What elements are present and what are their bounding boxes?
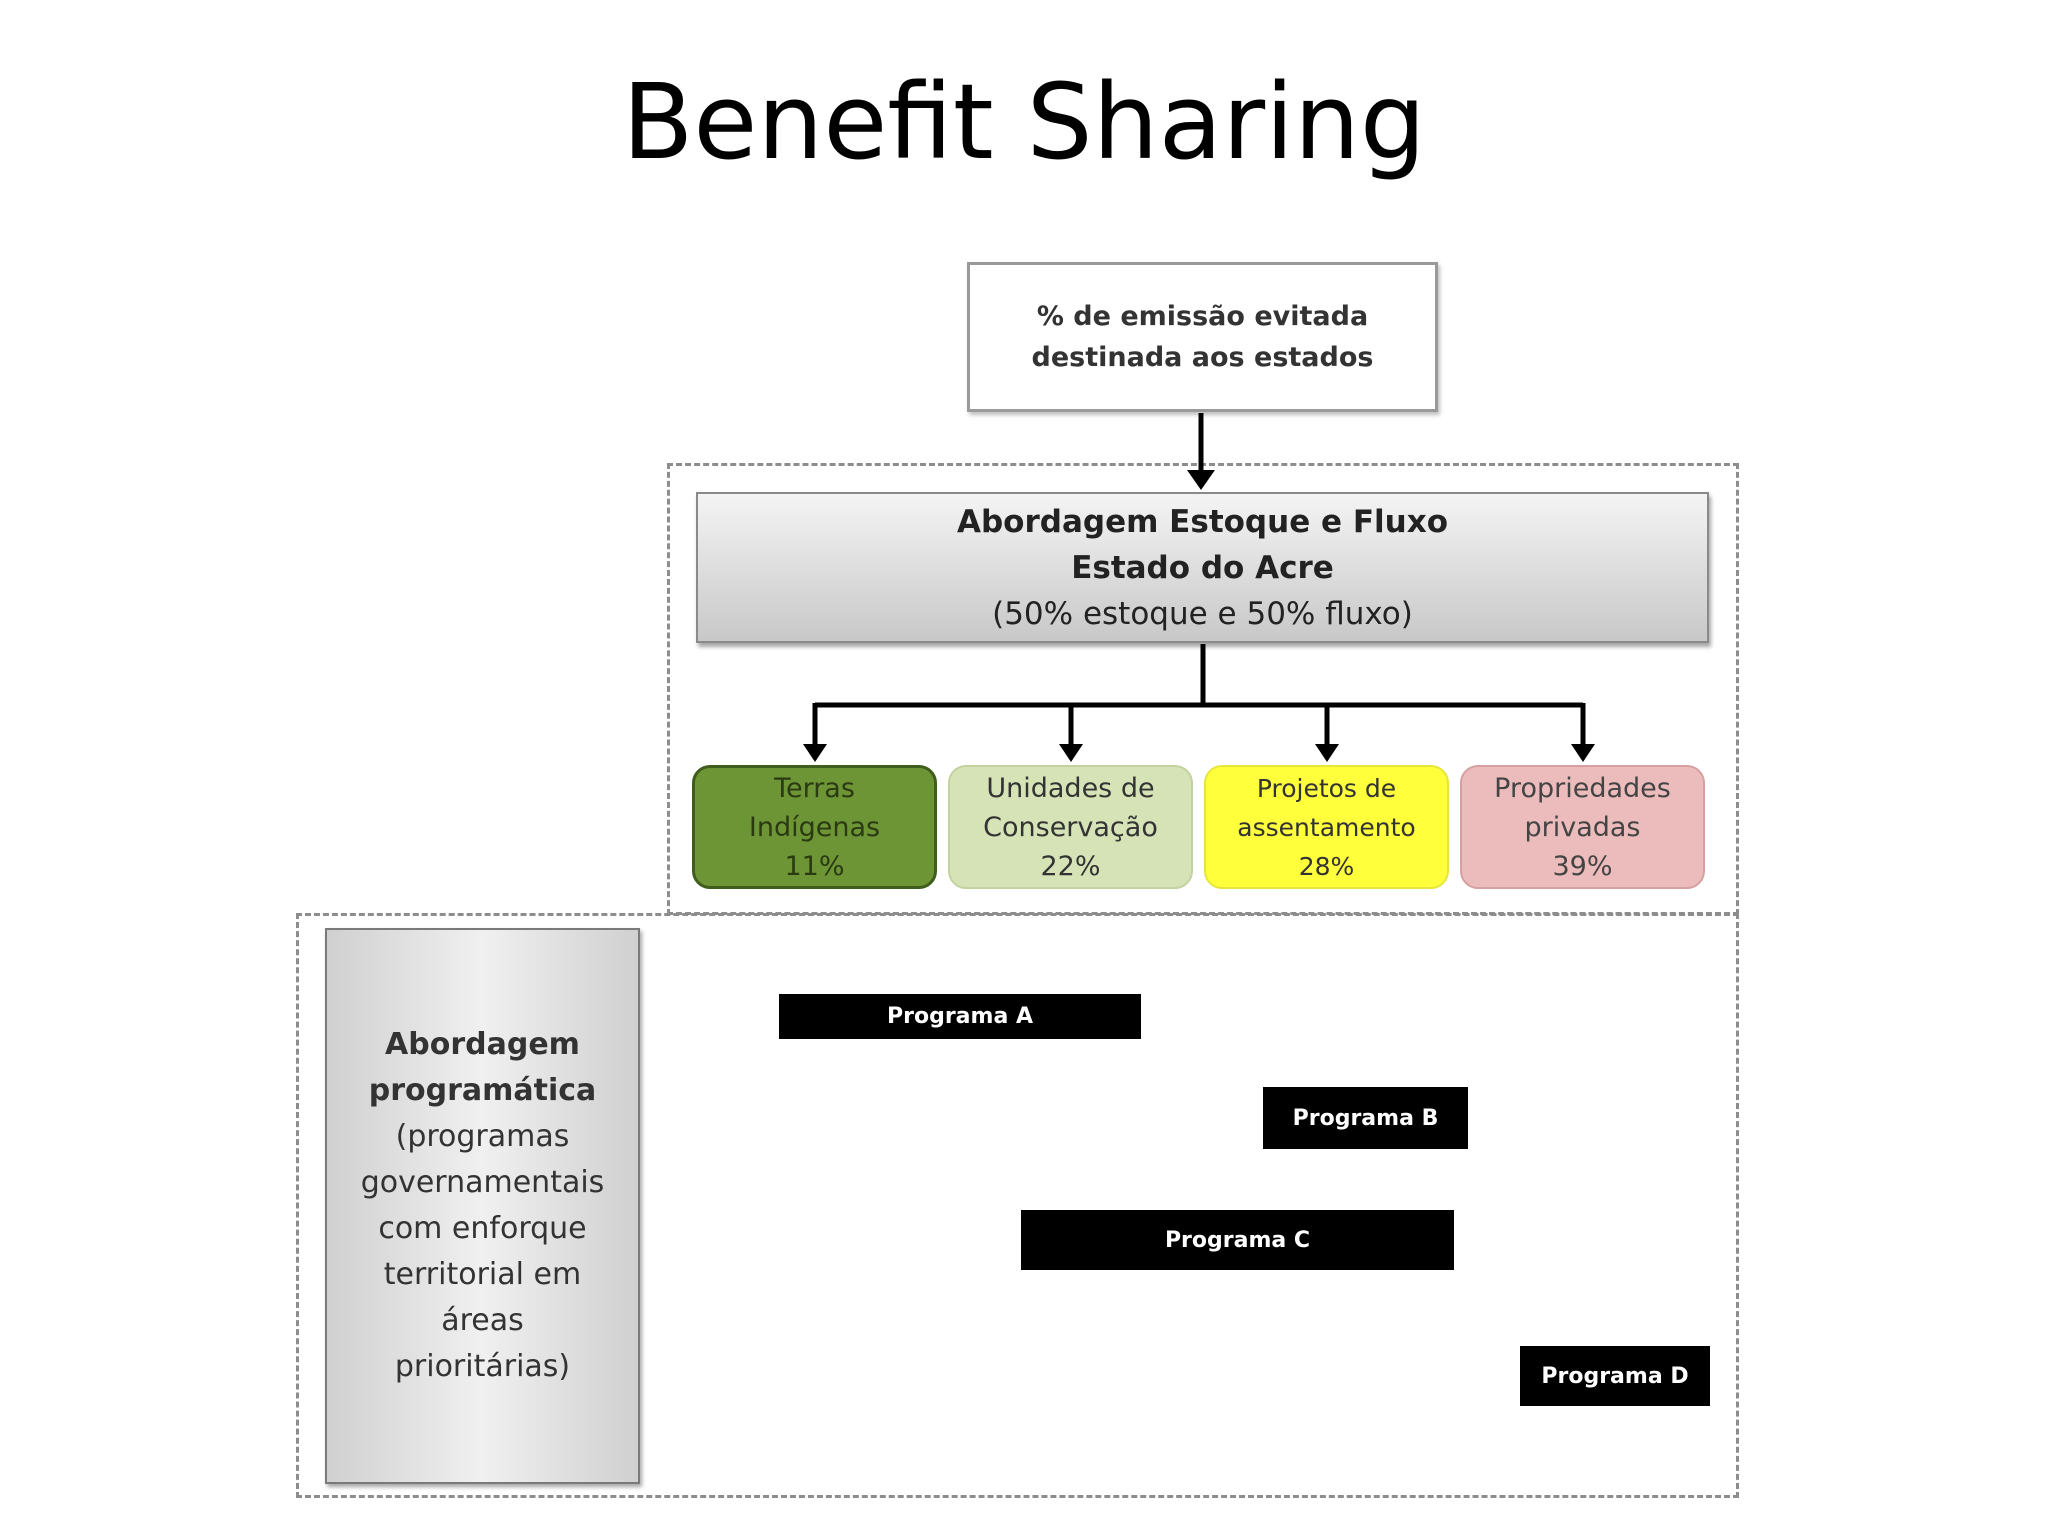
category-percent: 39% [1552,850,1613,882]
category-percent: 28% [1298,851,1355,881]
category-box-propriedades-privadas: Propriedades privadas 39% [1460,765,1705,889]
approach-title: Abordagem Estoque e Fluxo [957,503,1448,540]
programmatic-description: (programas governamentais com enforque t… [360,1119,605,1384]
slide-title: Benefit Sharing [622,61,1426,183]
program-bar-c: Programa C [1021,1210,1454,1270]
category-name: Propriedades privadas [1494,772,1671,843]
programmatic-title-line2: programática [368,1073,597,1108]
arrowhead-approach [1187,470,1215,490]
lower-dashed-region [296,913,1739,1498]
category-box-terras-indigenas: Terras Indígenas 11% [692,765,937,889]
emission-share-line2: destinada aos estados [1031,342,1374,373]
category-name: Terras Indígenas [748,772,881,843]
program-bar-a: Programa A [779,994,1141,1039]
category-name: Unidades de Conservação [983,772,1158,843]
emission-share-line1: % de emissão evitada [1036,301,1369,332]
approach-split: (50% estoque e 50% fluxo) [992,595,1413,632]
branch-arrowhead-2 [1059,744,1083,762]
category-percent: 11% [784,850,845,882]
approach-state: Estado do Acre [1071,549,1334,586]
branch-arrowhead-1 [803,744,827,762]
emission-share-box: % de emissão evitada destinada aos estad… [967,262,1438,412]
category-box-unidades-conservacao: Unidades de Conservação 22% [948,765,1193,889]
category-box-projetos-assentamento: Projetos de assentamento 28% [1204,765,1449,889]
programmatic-approach-box: Abordagem programática (programas govern… [325,928,640,1484]
branch-arrowhead-3 [1315,744,1339,762]
program-bar-d: Programa D [1520,1346,1710,1406]
branch-arrowhead-4 [1571,744,1595,762]
category-percent: 22% [1040,850,1101,882]
programmatic-title-line1: Abordagem [385,1027,580,1062]
program-bar-b: Programa B [1263,1087,1468,1149]
category-name: Projetos de assentamento [1237,773,1416,842]
stock-flow-approach-box: Abordagem Estoque e Fluxo Estado do Acre… [696,492,1709,643]
